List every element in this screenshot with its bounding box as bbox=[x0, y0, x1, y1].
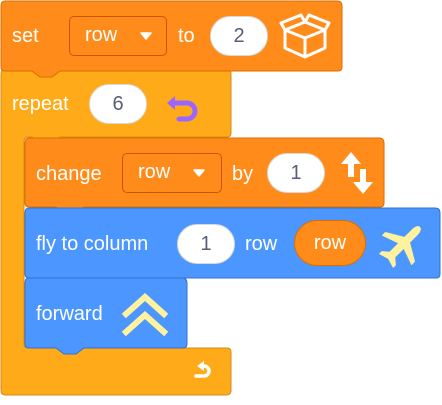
box-icon bbox=[279, 13, 331, 59]
loop-arrow-icon bbox=[167, 96, 198, 122]
double-chevron-up-icon bbox=[121, 292, 169, 337]
forward-label: forward bbox=[36, 303, 103, 325]
set-variable-dropdown[interactable]: row bbox=[69, 16, 167, 56]
set-variable-name: row bbox=[85, 24, 118, 46]
change-variable-name: row bbox=[138, 161, 171, 183]
change-label: change bbox=[36, 163, 102, 185]
set-label: set bbox=[12, 25, 39, 47]
up-down-arrows-icon bbox=[341, 152, 373, 194]
fly-to-column-label: fly to column bbox=[36, 233, 149, 255]
change-by-label: by bbox=[232, 163, 254, 185]
fly-row-label: row bbox=[245, 233, 278, 255]
repeat-count-input[interactable]: 6 bbox=[89, 84, 147, 124]
change-value-input[interactable]: 1 bbox=[267, 153, 325, 193]
set-value-input[interactable]: 2 bbox=[210, 16, 268, 56]
change-variable-dropdown[interactable]: row bbox=[122, 153, 222, 193]
repeat-arrow-icon bbox=[194, 361, 211, 378]
dropdown-caret-icon bbox=[193, 169, 205, 177]
set-to-label: to bbox=[178, 25, 195, 47]
dropdown-caret-icon bbox=[140, 32, 152, 40]
repeat-label: repeat bbox=[12, 93, 69, 115]
row-variable-reporter[interactable]: row bbox=[294, 220, 366, 266]
fly-column-input[interactable]: 1 bbox=[177, 224, 235, 264]
airplane-icon bbox=[378, 226, 421, 269]
